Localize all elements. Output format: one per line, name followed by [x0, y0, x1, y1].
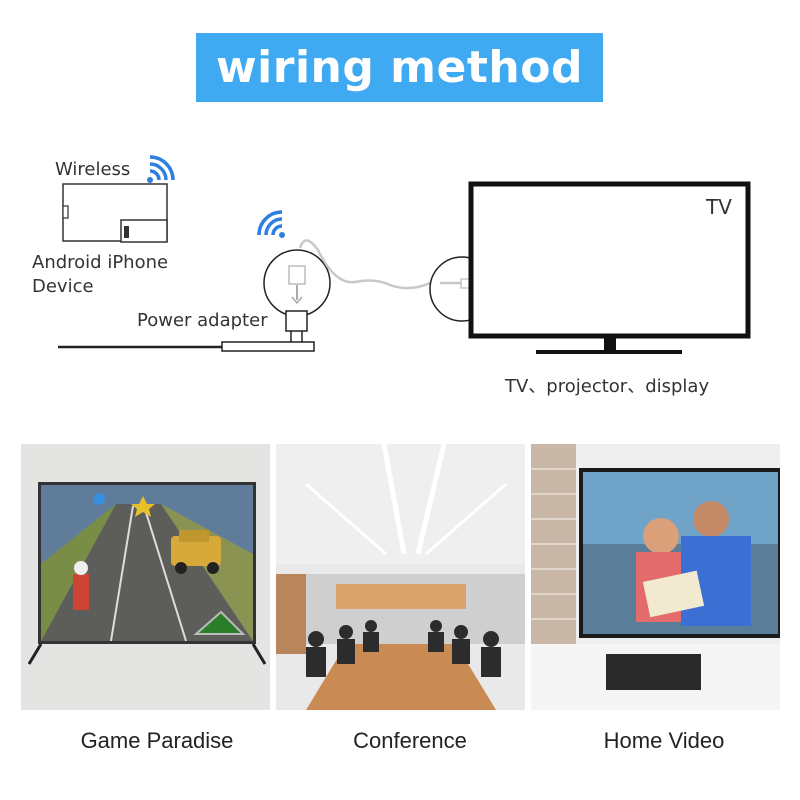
phone-outline — [120, 219, 168, 243]
title-banner: wiring method — [196, 33, 603, 102]
tv-label: TV — [706, 195, 732, 219]
caption-game-paradise: Game Paradise — [80, 728, 234, 753]
display-label: TV、projector、display — [505, 376, 710, 397]
tv-couple-image — [531, 444, 780, 710]
meeting-room-image — [276, 444, 525, 710]
power-adapter — [285, 310, 308, 332]
wiring-diagram — [58, 155, 751, 354]
tv-screen — [468, 181, 751, 339]
caption-conference: Conference — [353, 728, 467, 753]
tv-racing-game-image — [21, 444, 270, 710]
dongle-wifi-icon — [257, 210, 285, 238]
tv-stand — [604, 338, 616, 350]
wifi-icon — [147, 155, 175, 183]
device-label-line1: Android iPhone — [32, 252, 169, 273]
device-label-line2: Device — [32, 276, 94, 297]
power-strip — [221, 341, 315, 352]
power-adapter-label: Power adapter — [137, 310, 268, 331]
page-title: wiring method — [216, 42, 583, 93]
wireless-label: Wireless — [55, 159, 131, 180]
caption-home-video: Home Video — [603, 728, 725, 753]
